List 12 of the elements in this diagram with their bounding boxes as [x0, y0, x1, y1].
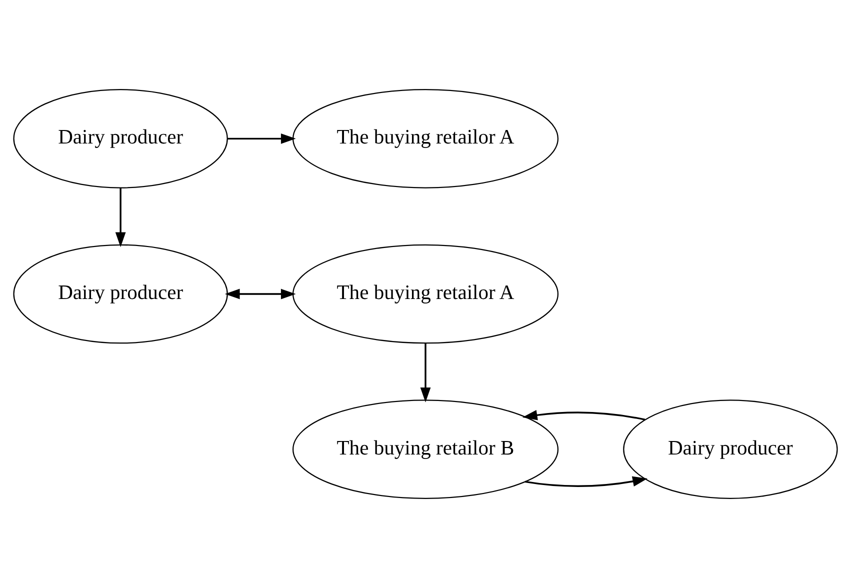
arrow — [522, 410, 645, 420]
node-ellipse: Dairy producer — [12, 244, 228, 344]
node-ellipse: The buying retailor A — [292, 244, 558, 344]
arrow — [420, 343, 430, 402]
arrow — [114, 188, 126, 248]
node-ellipse: The buying retailor A — [292, 89, 558, 188]
node-ellipse: Dairy producer — [12, 89, 228, 188]
arrow — [524, 476, 647, 487]
arrow — [224, 288, 296, 300]
arrow — [226, 133, 296, 144]
node-ellipse: The buying retailor B — [292, 400, 558, 499]
node-ellipse: Dairy producer — [622, 400, 838, 499]
